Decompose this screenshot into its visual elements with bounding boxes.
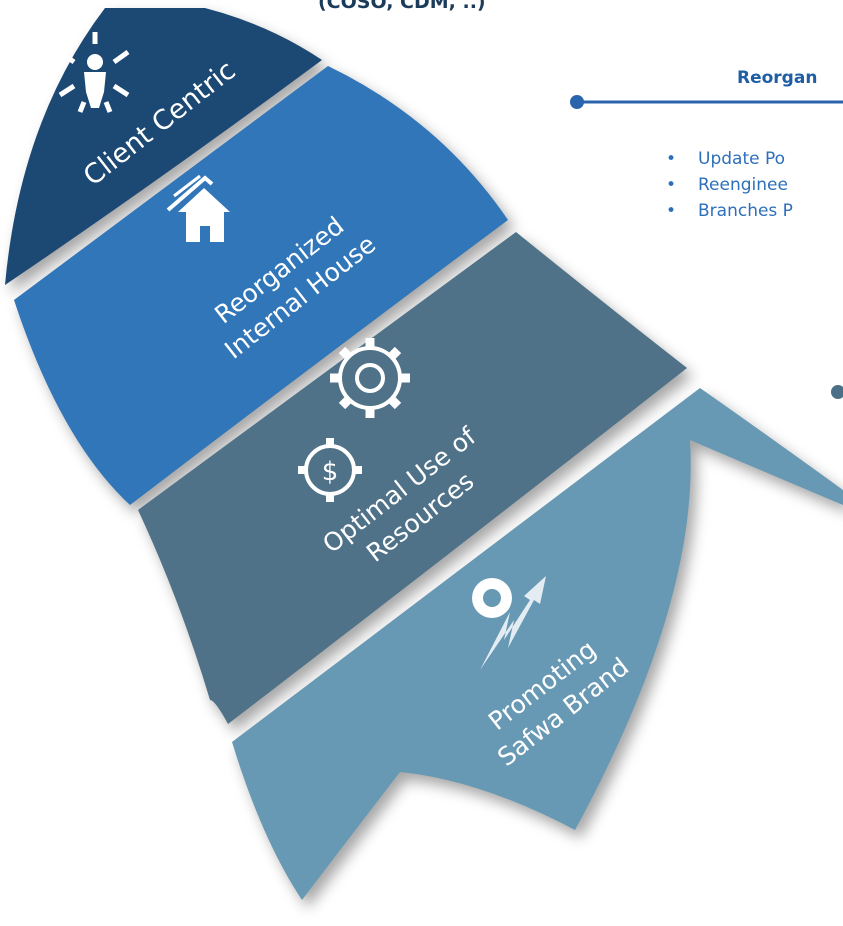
top-note: (COSO, CDM, ..) [318, 0, 486, 13]
rocket-tail-section [232, 388, 843, 900]
bullet-item: • Update Po [666, 146, 793, 172]
gears-dollar-icon: $ [298, 338, 410, 502]
panel-title: Reorgan [737, 68, 818, 88]
bullet-dot-icon: • [666, 201, 677, 221]
rocket-optimal-section [138, 232, 687, 724]
house-icon [166, 174, 230, 242]
rocket-nose-section [5, 8, 322, 285]
growth-arrow-icon [472, 576, 546, 670]
bullet-dot-icon: • [666, 149, 677, 169]
bullet-text: Reenginee [698, 175, 788, 195]
connector-dot-top [570, 95, 584, 109]
client-centric-icon [58, 32, 130, 113]
rocket-reorganized-section [14, 66, 508, 505]
bullet-text: Branches P [698, 201, 793, 221]
bullet-item: • Branches P [666, 198, 793, 224]
bullet-item: • Reenginee [666, 172, 793, 198]
bullet-text: Update Po [698, 149, 786, 169]
svg-text:$: $ [322, 457, 339, 487]
bullet-dot-icon: • [666, 175, 677, 195]
panel-bullet-list: • Update Po • Reenginee • Branches P [666, 146, 793, 224]
connector-dot-lower [831, 385, 843, 399]
